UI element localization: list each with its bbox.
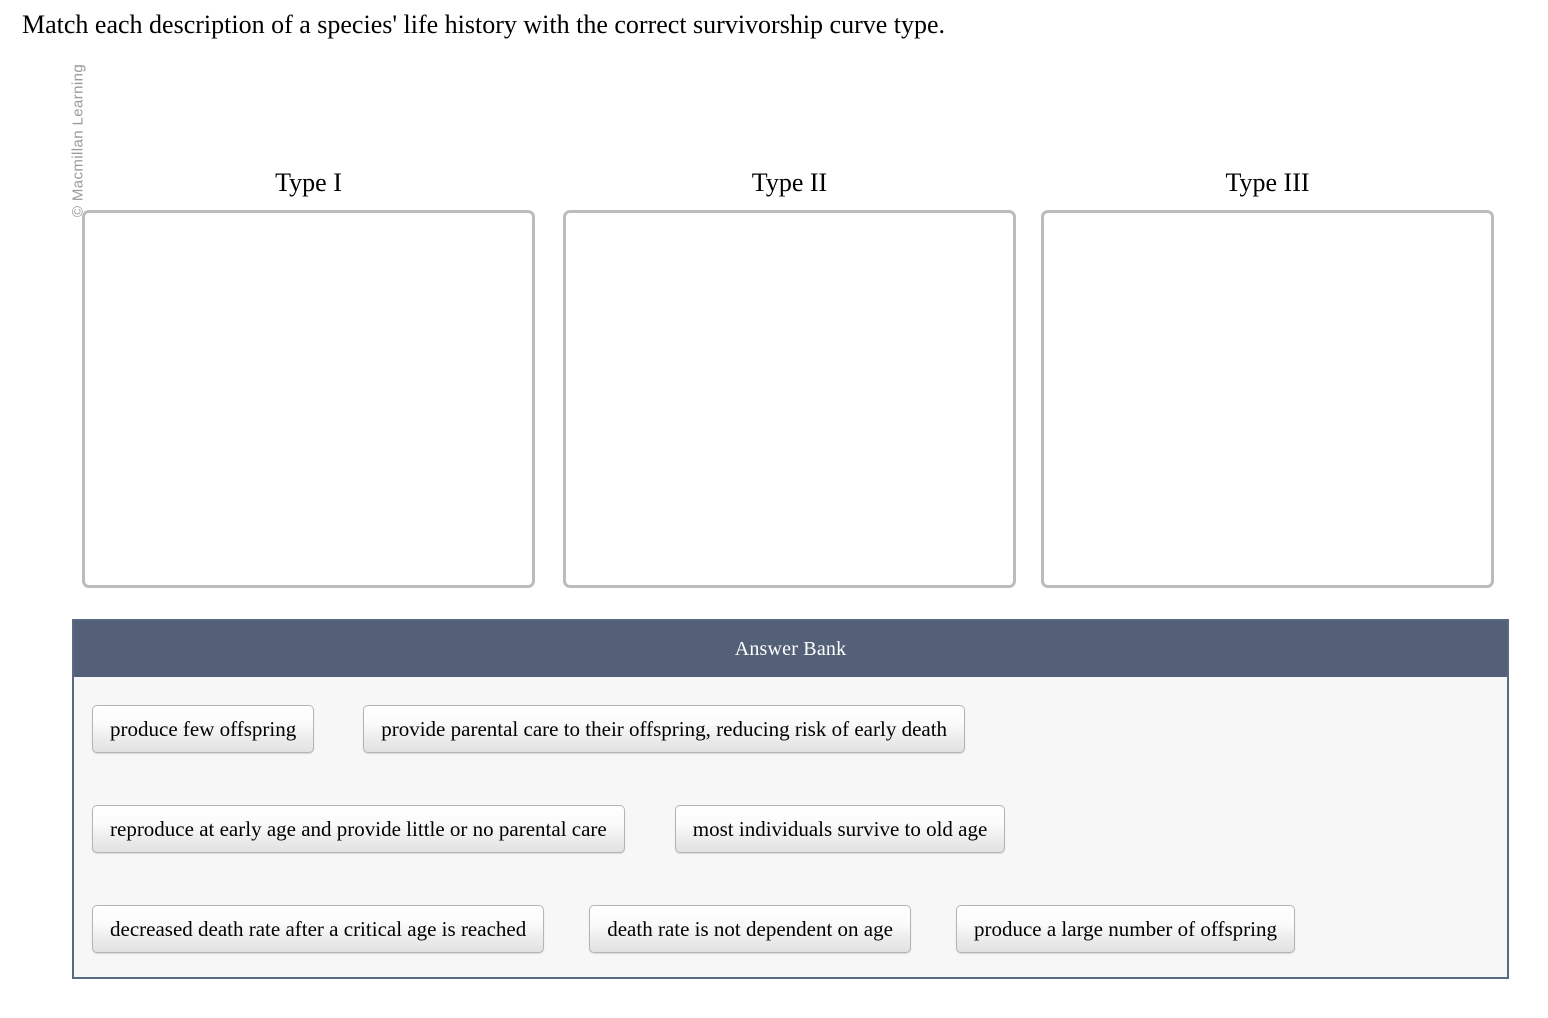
drop-zone-label-type-iii: Type III xyxy=(1225,168,1310,197)
question-prompt: Match each description of a species' lif… xyxy=(22,10,946,39)
drop-zone-type-iii: Type III xyxy=(1041,168,1494,588)
drop-target-type-i[interactable] xyxy=(82,210,535,588)
drop-zone-type-i: Type I xyxy=(82,168,535,588)
drop-target-type-ii[interactable] xyxy=(563,210,1016,588)
answer-tile[interactable]: most individuals survive to old age xyxy=(674,805,1006,853)
answer-tile[interactable]: reproduce at early age and provide littl… xyxy=(92,805,625,853)
answer-bank-row: produce few offspring provide parental c… xyxy=(74,705,1507,753)
answer-tile[interactable]: produce a large number of offspring xyxy=(955,905,1295,953)
answer-bank-row: decreased death rate after a critical ag… xyxy=(74,905,1507,953)
drop-zone-type-ii: Type II xyxy=(563,168,1016,588)
answer-bank-title: Answer Bank xyxy=(74,621,1507,677)
drop-zone-group: Type I Type II Type III xyxy=(82,168,1494,588)
answer-bank-row: reproduce at early age and provide littl… xyxy=(74,805,1507,853)
drop-zone-label-type-ii: Type II xyxy=(751,168,828,197)
answer-tile[interactable]: produce few offspring xyxy=(92,705,315,753)
drop-target-type-iii[interactable] xyxy=(1041,210,1494,588)
answer-bank-panel: Answer Bank produce few offspring provid… xyxy=(72,619,1509,979)
answer-tile[interactable]: provide parental care to their offspring… xyxy=(363,705,966,753)
answer-tile[interactable]: death rate is not dependent on age xyxy=(589,905,911,953)
answer-tile[interactable]: decreased death rate after a critical ag… xyxy=(92,905,545,953)
answer-bank-body: produce few offspring provide parental c… xyxy=(74,677,1507,977)
drop-zone-label-type-i: Type I xyxy=(275,168,342,197)
